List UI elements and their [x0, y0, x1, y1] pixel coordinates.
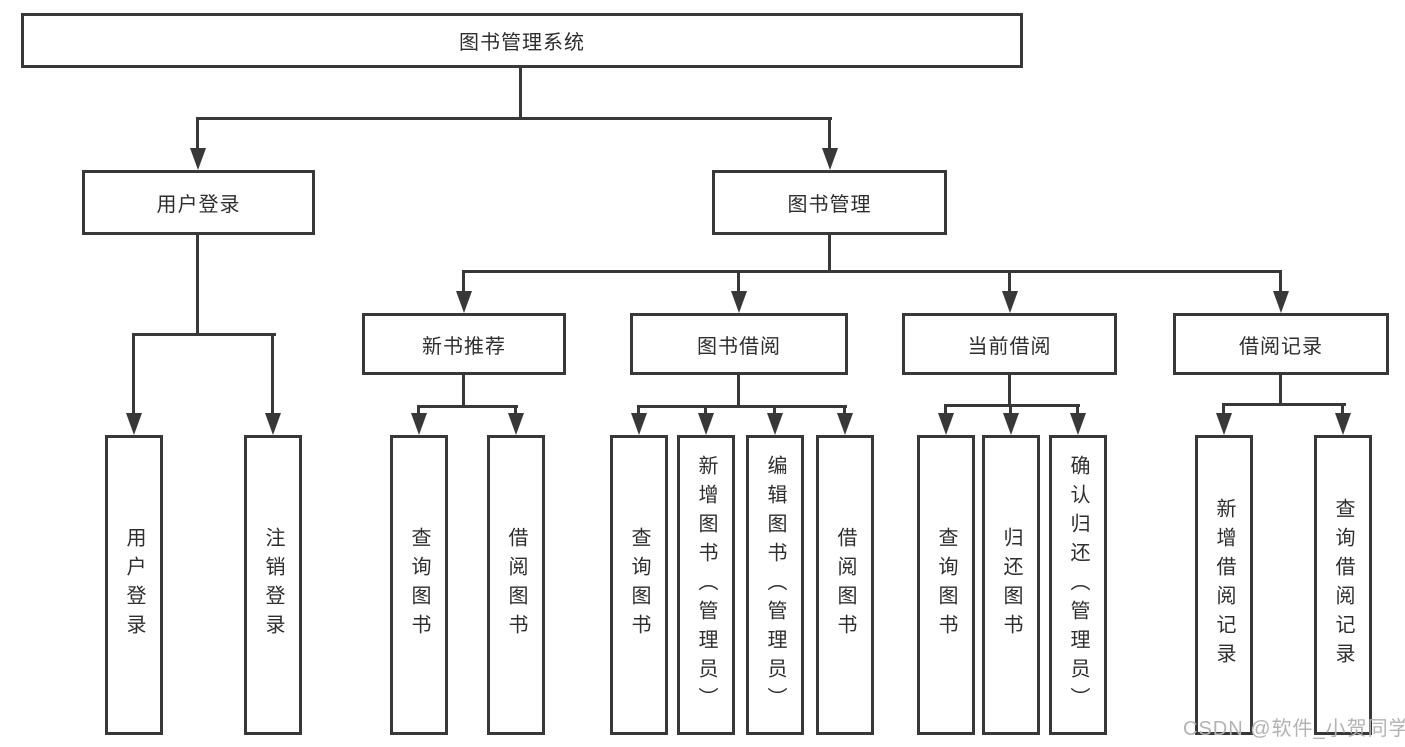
connector	[196, 235, 199, 336]
connector	[1222, 403, 1346, 406]
connector	[462, 375, 465, 408]
connector	[637, 405, 640, 415]
arrowhead-down	[508, 413, 524, 435]
connector	[196, 117, 199, 150]
leaf-current-query-books: 查询图书	[917, 435, 975, 735]
arrowhead-down	[1070, 413, 1086, 435]
leaf-borrow-add-book-admin: 新增图书（管理员）	[677, 435, 735, 735]
node-user-login: 用户登录	[82, 170, 315, 235]
arrowhead-down	[767, 413, 783, 435]
arrowhead-down	[731, 291, 747, 313]
watermark: CSDN @软件_小贺同学	[1183, 718, 1405, 740]
node-system-root: 图书管理系统	[21, 13, 1023, 68]
arrowhead-down	[1273, 291, 1289, 313]
node-borrowing-records: 借阅记录	[1173, 313, 1389, 375]
connector	[704, 405, 707, 415]
connector	[417, 405, 420, 415]
connector	[944, 404, 947, 415]
leaf-user-login: 用户登录	[105, 435, 163, 735]
leaf-borrow-query-books: 查询图书	[610, 435, 668, 735]
connector	[1222, 403, 1225, 415]
connector	[462, 270, 465, 293]
connector	[828, 235, 831, 273]
arrowhead-down	[938, 413, 954, 435]
connector	[519, 68, 522, 118]
connector	[417, 405, 518, 408]
arrowhead-down	[1335, 413, 1351, 435]
node-new-book-recommendation: 新书推荐	[362, 313, 566, 375]
connector	[132, 333, 135, 415]
arrowhead-down	[1216, 413, 1232, 435]
leaf-logout: 注销登录	[244, 435, 302, 735]
arrowhead-down	[631, 413, 647, 435]
arrowhead-down	[837, 413, 853, 435]
connector	[944, 404, 1080, 407]
arrowhead-down	[698, 413, 714, 435]
connector	[132, 333, 276, 336]
connector	[737, 270, 740, 293]
connector	[514, 405, 517, 415]
leaf-recommend-query-books: 查询图书	[390, 435, 448, 735]
leaf-current-return-books: 归还图书	[982, 435, 1040, 735]
leaf-borrow-borrow-books: 借阅图书	[816, 435, 874, 735]
arrowhead-down	[190, 148, 206, 170]
arrowhead-down	[822, 148, 838, 170]
connector	[843, 405, 846, 415]
node-book-management: 图书管理	[712, 170, 947, 235]
leaf-borrow-edit-book-admin: 编辑图书（管理员）	[746, 435, 804, 735]
arrowhead-down	[1003, 413, 1019, 435]
connector	[1009, 404, 1012, 415]
connector	[1279, 375, 1282, 406]
arrowhead-down	[126, 413, 142, 435]
connector	[271, 333, 274, 415]
leaf-records-query-record: 查询借阅记录	[1314, 435, 1372, 735]
node-book-borrowing: 图书借阅	[630, 313, 848, 375]
leaf-recommend-borrow-books: 借阅图书	[487, 435, 545, 735]
connector	[1279, 270, 1282, 293]
arrowhead-down	[456, 291, 472, 313]
arrowhead-down	[1002, 291, 1018, 313]
leaf-current-confirm-return-admin: 确认归还（管理员）	[1049, 435, 1107, 735]
leaf-records-add-record: 新增借阅记录	[1195, 435, 1253, 735]
connector	[773, 405, 776, 415]
connector	[1076, 404, 1079, 415]
connector	[737, 375, 740, 408]
connector	[1341, 403, 1344, 415]
connector	[462, 270, 1282, 273]
connector	[1008, 375, 1011, 407]
arrowhead-down	[411, 413, 427, 435]
arrowhead-down	[265, 413, 281, 435]
connector	[637, 405, 847, 408]
node-current-borrowing: 当前借阅	[902, 313, 1117, 375]
connector	[828, 117, 831, 150]
connector	[1008, 270, 1011, 293]
connector	[196, 117, 832, 120]
